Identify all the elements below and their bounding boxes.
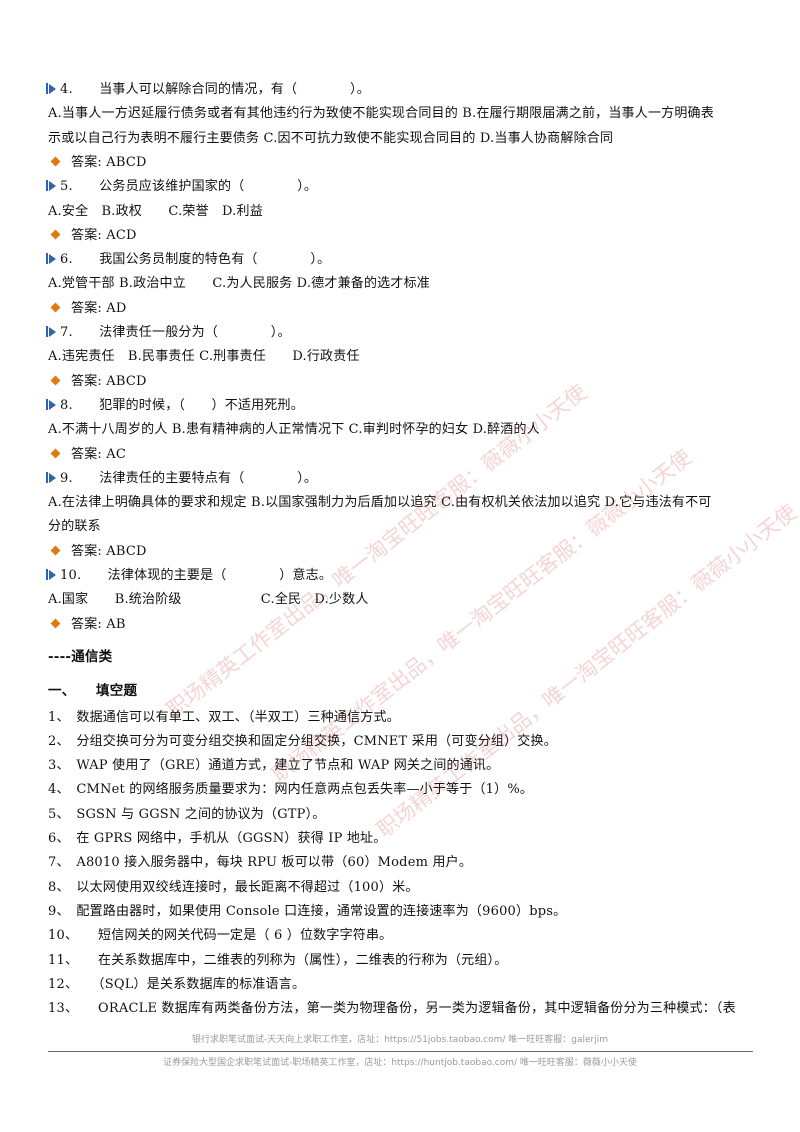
footer-line-1: 银行求职笔试面试-天天向上求职工作室，店址：https://51jobs.tao… [191,1035,609,1045]
footer-divider [48,1051,753,1052]
answer-diamond-icon [50,448,61,458]
question-stem-text: 9. 法律责任的主要特点有（ ）。 [60,470,318,486]
question-stem-text: 5. 公务员应该维护国家的（ ）。 [60,179,318,195]
question-options-text: A.在法律上明确具体的要求和规定 B.以国家强制力为后盾加以追究 C.由有权机关… [48,495,712,511]
question-stem-text: 6. 我国公务员制度的特色有（ ）。 [60,252,331,268]
answer-line-text: 答案: ABCD [71,154,147,170]
fill-blank-item-text: 3、 WAP 使用了（GRE）通道方式，建立了节点和 WAP 网关之间的通讯。 [48,758,500,774]
answer-line-text: 答案: ABCD [71,373,147,389]
question-stem: 10. 法律体现的主要是（ ）意志。 [46,564,756,588]
answer-line: 答案: ABCD [48,540,758,564]
question-options: A.国家 B.统治阶级 C.全民 D.少数人 [48,588,758,612]
question-options-text: A.党管干部 B.政治中立 C.为人民服务 D.德才兼备的选才标准 [48,276,430,292]
answer-line-text: 答案: AC [71,446,127,462]
question-options: A.当事人一方迟延履行债务或者有其他违约行为致使不能实现合同目的 B.在履行期限… [48,102,758,126]
answer-line: 答案: AD [48,297,758,321]
answer-diamond-icon [50,545,61,556]
section-title: ----通信类 [48,645,758,669]
question-options: A.不满十八周岁的人 B.患有精神病的人正常情况下 C.审判时怀孕的妇女 D.醉… [48,418,758,442]
question-stem: 8. 犯罪的时候，（ ）不适用死刑。 [46,394,756,418]
question-options: A.安全 B.政权 C.荣誉 D.利益 [48,200,758,224]
question-stem: 4. 当事人可以解除合同的情况，有（ ）。 [46,78,756,102]
section-title-text: ----通信类 [48,648,113,665]
fill-blank-item: 4、 CMNet 的网络服务质量要求为：网内任意两点包丢失率—小于等于（1）%。 [48,778,758,802]
bullet-arrow-icon [46,179,60,194]
fill-blank-item: 13、 ORACLE 数据库有两类备份方法，第一类为物理备份，另一类为逻辑备份，… [48,997,758,1021]
fill-blank-item: 1、 数据通信可以有单工、双工、（半双工）三种通信方式。 [48,706,758,730]
answer-line: 答案: AB [48,613,758,637]
answer-line-text: 答案: AB [71,616,126,632]
bullet-arrow-icon [46,568,60,583]
answer-line-text: 答案: ACD [71,227,137,243]
answer-line-text: 答案: ABCD [71,543,147,559]
question-stem: 9. 法律责任的主要特点有（ ）。 [46,467,756,491]
question-options-text: 分的联系 [48,519,101,535]
answer-diamond-icon [50,229,61,240]
fill-blank-item-text: 11、 在关系数据库中，二维表的列称为（属性），二维表的行称为（元组）。 [48,952,508,968]
fill-blank-item: 7、 A8010 接入服务器中，每块 RPU 板可以带（60）Modem 用户。 [48,851,758,875]
fill-blank-item: 5、 SGSN 与 GGSN 之间的协议为（GTP）。 [48,803,758,827]
subsection-title: 一、 填空题 [48,679,758,703]
answer-line: 答案: ACD [48,224,758,248]
fill-blank-item-text: 1、 数据通信可以有单工、双工、（半双工）三种通信方式。 [48,709,400,725]
question-stem-text: 4. 当事人可以解除合同的情况，有（ ）。 [60,82,370,97]
answer-diamond-icon [50,375,61,386]
fill-blank-item-text: 4、 CMNet 的网络服务质量要求为：网内任意两点包丢失率—小于等于（1）%。 [48,782,534,798]
question-stem: 7. 法律责任一般分为（ ）。 [46,321,756,345]
question-options: A.违宪责任 B.民事责任 C.刑事责任 D.行政责任 [48,345,758,369]
question-options: 示或以自己行为表明不履行主要债务 C.因不可抗力致使不能实现合同目的 D.当事人… [48,127,758,151]
bullet-arrow-icon [46,398,60,413]
bullet-arrow-icon [46,252,60,267]
fill-blank-item: 11、 在关系数据库中，二维表的列称为（属性），二维表的行称为（元组）。 [48,949,758,973]
fill-blank-item: 12、 （SQL）是关系数据库的标准语言。 [48,973,758,997]
answer-line: 答案: AC [48,443,758,467]
question-options-text: A.国家 B.统治阶级 C.全民 D.少数人 [48,592,369,608]
fill-blank-item-text: 7、 A8010 接入服务器中，每块 RPU 板可以带（60）Modem 用户。 [48,855,473,871]
fill-blank-item: 6、 在 GPRS 网络中，手机从（GGSN）获得 IP 地址。 [48,827,758,851]
fill-blank-item: 3、 WAP 使用了（GRE）通道方式，建立了节点和 WAP 网关之间的通讯。 [48,754,758,778]
fill-blank-item-text: 12、 （SQL）是关系数据库的标准语言。 [48,976,306,992]
question-options-text: A.违宪责任 B.民事责任 C.刑事责任 D.行政责任 [48,349,360,365]
fill-blank-item-text: 9、 配置路由器时，如果使用 Console 口连接，通常设置的连接速率为（96… [48,903,567,919]
question-options-text: 示或以自己行为表明不履行主要债务 C.因不可抗力致使不能实现合同目的 D.当事人… [48,130,614,146]
answer-diamond-icon [50,156,61,167]
question-options: A.党管干部 B.政治中立 C.为人民服务 D.德才兼备的选才标准 [48,272,758,296]
fill-blank-item-text: 2、 分组交换可分为可变分组交换和固定分组交换，CMNET 采用（可变分组）交换… [48,733,557,749]
answer-line: 答案: ABCD [48,370,758,394]
question-stem: 5. 公务员应该维护国家的（ ）。 [46,175,756,199]
question-options: A.在法律上明确具体的要求和规定 B.以国家强制力为后盾加以追究 C.由有权机关… [48,491,758,515]
bullet-arrow-icon [46,82,60,97]
fill-blank-item-text: 10、 短信网关的网关代码一定是（ 6 ）位数字字符串。 [48,928,393,944]
question-options: 分的联系 [48,515,758,539]
answer-line: 答案: ABCD [48,151,758,175]
question-stem: 6. 我国公务员制度的特色有（ ）。 [46,248,756,272]
question-stem-text: 10. 法律体现的主要是（ ）意志。 [60,568,333,583]
fill-blank-item: 10、 短信网关的网关代码一定是（ 6 ）位数字字符串。 [48,924,758,948]
answer-line-text: 答案: AD [71,300,127,316]
fill-blank-item-text: 6、 在 GPRS 网络中，手机从（GGSN）获得 IP 地址。 [48,831,387,846]
question-options-text: A.当事人一方迟延履行债务或者有其他违约行为致使不能实现合同目的 B.在履行期限… [48,106,714,122]
footer-line-2: 证券保险大型国企求职笔试面试-职场精英工作室，店址：https://huntjo… [163,1058,637,1068]
question-stem-text: 7. 法律责任一般分为（ ）。 [60,325,291,340]
fill-blank-item: 9、 配置路由器时，如果使用 Console 口连接，通常设置的连接速率为（96… [48,900,758,924]
fill-blank-item: 2、 分组交换可分为可变分组交换和固定分组交换，CMNET 采用（可变分组）交换… [48,730,758,754]
subsection-title-text: 一、 填空题 [48,683,138,700]
question-options-text: A.安全 B.政权 C.荣誉 D.利益 [48,203,263,219]
answer-diamond-icon [50,618,61,629]
bullet-arrow-icon [46,325,60,340]
fill-blank-item-text: 5、 SGSN 与 GGSN 之间的协议为（GTP）。 [48,806,326,822]
bullet-arrow-icon [46,471,60,486]
fill-blank-item-text: 13、 ORACLE 数据库有两类备份方法，第一类为物理备份，另一类为逻辑备份，… [48,1001,736,1017]
question-options-text: A.不满十八周岁的人 B.患有精神病的人正常情况下 C.审判时怀孕的妇女 D.醉… [48,422,540,438]
fill-blank-item-text: 8、 以太网使用双绞线连接时，最长距离不得超过（100）米。 [48,879,419,895]
question-stem-text: 8. 犯罪的时候，（ ）不适用死刑。 [60,397,304,413]
fill-blank-item: 8、 以太网使用双绞线连接时，最长距离不得超过（100）米。 [48,876,758,900]
answer-diamond-icon [50,302,61,313]
